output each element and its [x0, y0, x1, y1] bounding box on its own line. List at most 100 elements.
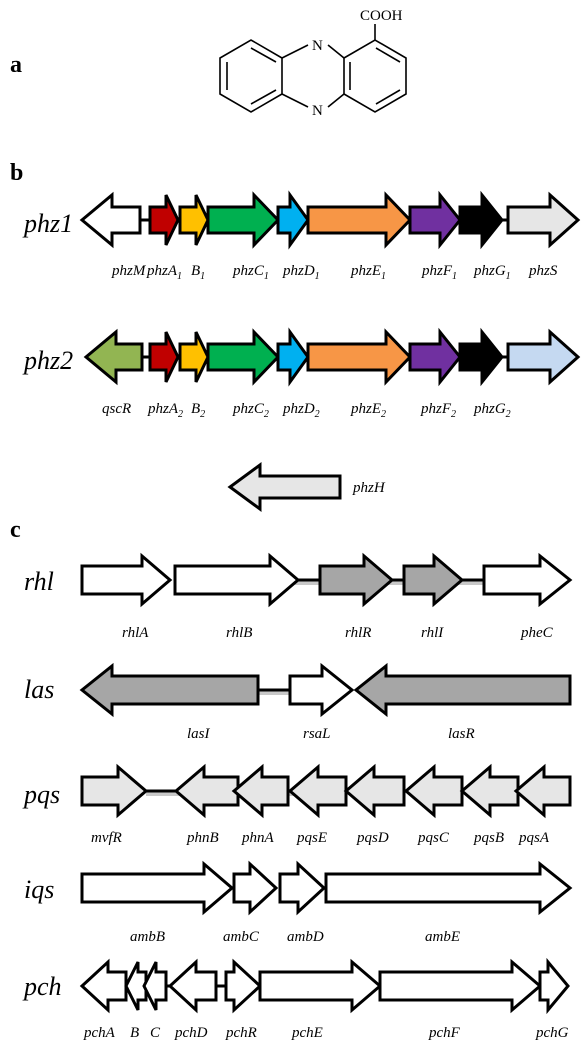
- gene-arrow-pch-pchB: [124, 961, 148, 1011]
- gene-label-text: phzG: [473, 263, 506, 279]
- gene-label-pqs-phnB: phnB: [186, 830, 219, 846]
- gene-label-subscript: 2: [506, 409, 511, 420]
- gene-label-text: lasI: [187, 726, 211, 742]
- gene-label-text: pqsD: [356, 830, 389, 846]
- gene-label-text: phzA: [146, 263, 178, 279]
- gene-label-rhl-pheC: pheC: [520, 625, 554, 641]
- gene-label-text: pchE: [291, 1025, 323, 1041]
- gene-label-subscript: 1: [315, 271, 320, 282]
- gene-label-pch-pchB: B: [130, 1025, 139, 1041]
- gene-label-text: pchF: [428, 1025, 461, 1041]
- gene-label-iqs-ambD: ambD: [287, 929, 324, 945]
- gene-label-subscript: 1: [452, 271, 457, 282]
- gene-label-phz1-phzF1: phzF1: [421, 263, 457, 282]
- gene-label-phz2-phzG2: phzG2: [473, 401, 511, 420]
- gene-label-subscript: 2: [264, 409, 269, 420]
- gene-label-pqs-pqsA: pqsA: [518, 830, 550, 846]
- gene-label-phz1-phzC1: phzC1: [232, 263, 269, 282]
- gene-arrow-rhl-rhlR: [318, 552, 395, 608]
- gene-arrow-iqs-ambB: [80, 860, 235, 916]
- gene-label-text: phzC: [232, 401, 265, 417]
- gene-label-text: pheC: [520, 625, 554, 641]
- gene-arrow-phz1-B1: [178, 194, 210, 246]
- nitrogen-top: N: [312, 38, 323, 54]
- gene-label-text: rhlA: [122, 625, 149, 641]
- cluster-label-phz1: phz1: [22, 209, 73, 238]
- gene-arrow-phz2-phzG2: [458, 327, 504, 387]
- gene-label-rhl-rhlB: rhlB: [226, 625, 252, 641]
- gene-label-text: pqsE: [296, 830, 327, 846]
- gene-label-text: pchR: [225, 1025, 257, 1041]
- gene-label-phz2-B2: B2: [191, 401, 205, 420]
- gene-label-iqs-ambB: ambB: [130, 929, 165, 945]
- gene-arrow-iqs-ambC: [232, 860, 279, 916]
- gene-label-pch-pchD: pchD: [174, 1025, 208, 1041]
- gene-label-text: ambE: [425, 929, 460, 945]
- panel-label-a: a: [10, 52, 22, 78]
- gene-label-subscript: 2: [200, 409, 205, 420]
- gene-arrow-phz1-phzS: [506, 191, 581, 249]
- gene-label-phz2-phzD2: phzD2: [282, 401, 320, 420]
- gene-arrow-pch-pchR: [224, 958, 263, 1014]
- gene-arrow-pqs-mvfR: [80, 763, 149, 819]
- gene-arrow-rhl-pheC: [482, 552, 573, 608]
- gene-label-text: phzD: [282, 401, 315, 417]
- gene-label-text: ambB: [130, 929, 165, 945]
- gene-label-pch-pchG: pchG: [535, 1025, 569, 1041]
- gene-label-text: phzA: [147, 401, 179, 417]
- gene-label-pch-pchR: pchR: [225, 1025, 257, 1041]
- gene-label-pqs-pqsC: pqsC: [417, 830, 450, 846]
- gene-label-las-rsaL: rsaL: [303, 726, 331, 742]
- gene-label-text: rhlR: [345, 625, 371, 641]
- gene-arrow-phz2-phzC2: [206, 328, 281, 386]
- gene-arrow-pqs-phnA: [231, 763, 290, 819]
- gene-arrow-phz2-qscR: [83, 328, 144, 386]
- gene-label-text: pchG: [535, 1025, 569, 1041]
- panel-label-c: c: [10, 517, 21, 543]
- gene-arrow-phz2-phzA2: [148, 331, 180, 383]
- gene-arrow-las-rsaL: [288, 662, 355, 718]
- gene-label-subscript: 2: [178, 409, 183, 420]
- gene-label-text: pchD: [174, 1025, 208, 1041]
- gene-label-subscript: 2: [451, 409, 456, 420]
- gene-arrow-phz2-phzF2: [408, 327, 462, 387]
- gene-label-pch-pchC: C: [150, 1025, 161, 1041]
- gene-label-phz2-qscR: qscR: [102, 401, 131, 417]
- gene-label-text: rsaL: [303, 726, 331, 742]
- phenazine-structure: [219, 24, 407, 113]
- gene-label-pch-pchF: pchF: [428, 1025, 461, 1041]
- gene-label-subscript: 1: [506, 271, 511, 282]
- gene-label-text: phzS: [528, 263, 558, 279]
- gene-arrow-pqs-pqsE: [287, 763, 348, 819]
- gene-label-subscript: 1: [177, 271, 182, 282]
- gene-label-text: phnB: [186, 830, 219, 846]
- gene-label-text: pqsB: [473, 830, 504, 846]
- gene-label-phzH-phzH: phzH: [352, 480, 386, 496]
- gene-label-iqs-ambC: ambC: [223, 929, 260, 945]
- gene-arrow-phz1-phzE1: [306, 191, 413, 249]
- gene-arrow-phzH-phzH: [227, 462, 342, 512]
- gene-arrow-rhl-rhlA: [80, 552, 173, 608]
- gene-label-phz1-phzS: phzS: [528, 263, 558, 279]
- gene-arrow-iqs-ambD: [278, 860, 327, 916]
- gene-label-text: pqsA: [518, 830, 550, 846]
- gene-label-text: pchA: [83, 1025, 116, 1041]
- gene-arrow-pqs-pqsB: [459, 763, 520, 819]
- gene-label-phz2-phzC2: phzC2: [232, 401, 269, 420]
- carboxyl-group: COOH: [360, 8, 403, 24]
- gene-arrow-pqs-pqsD: [343, 763, 406, 819]
- gene-label-pqs-mvfR: mvfR: [91, 830, 122, 846]
- gene-label-rhl-rhlA: rhlA: [122, 625, 149, 641]
- gene-label-phz1-phzM: phzM: [111, 263, 147, 279]
- gene-label-text: C: [150, 1025, 161, 1041]
- gene-arrow-phz2-lightblue-gene: [506, 328, 581, 386]
- gene-label-iqs-ambE: ambE: [425, 929, 460, 945]
- gene-label-text: lasR: [448, 726, 475, 742]
- gene-arrow-las-lasR: [353, 662, 572, 718]
- gene-arrow-pch-pchE: [258, 958, 383, 1014]
- gene-label-subscript: 1: [264, 271, 269, 282]
- gene-label-text: B: [191, 401, 200, 417]
- gene-label-pqs-pqsD: pqsD: [356, 830, 389, 846]
- gene-label-phz2-phzF2: phzF2: [420, 401, 456, 420]
